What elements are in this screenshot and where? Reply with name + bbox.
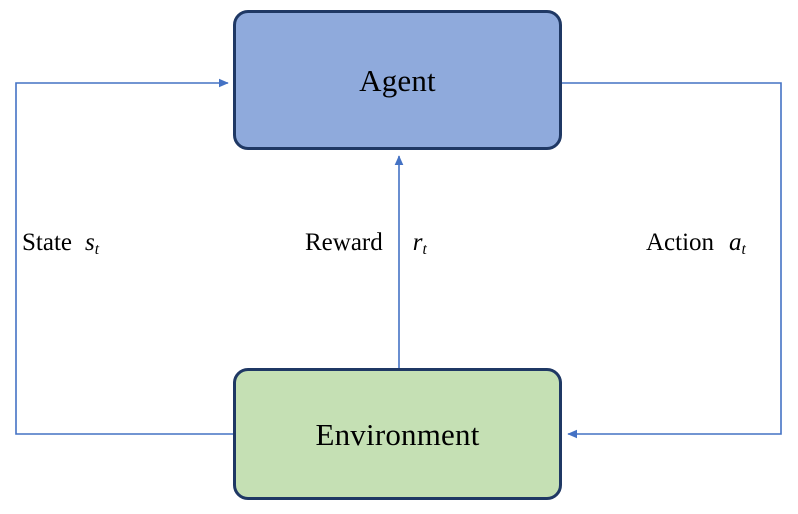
agent-node[interactable]: Agent xyxy=(233,10,562,150)
action-symbol-subscript: t xyxy=(741,240,746,258)
environment-node[interactable]: Environment xyxy=(233,368,562,500)
action-edge-text: Action xyxy=(646,229,715,256)
environment-node-label: Environment xyxy=(315,416,480,452)
action-edge-symbol: at xyxy=(729,229,746,258)
action-symbol-base: a xyxy=(729,229,742,256)
action-connector xyxy=(562,82,782,439)
state-edge-text: State xyxy=(22,229,72,256)
reward-edge-label: Reward rt xyxy=(305,229,427,258)
state-symbol-subscript: t xyxy=(94,240,100,258)
state-symbol-base: s xyxy=(85,229,95,256)
state-connector xyxy=(15,78,233,435)
reward-edge-symbol: rt xyxy=(412,229,427,258)
reward-symbol-base: r xyxy=(412,229,423,256)
state-edge-symbol: st xyxy=(85,229,100,258)
reward-symbol-subscript: t xyxy=(422,240,427,258)
reward-edge-text: Reward xyxy=(305,229,383,256)
agent-node-label: Agent xyxy=(359,62,436,98)
